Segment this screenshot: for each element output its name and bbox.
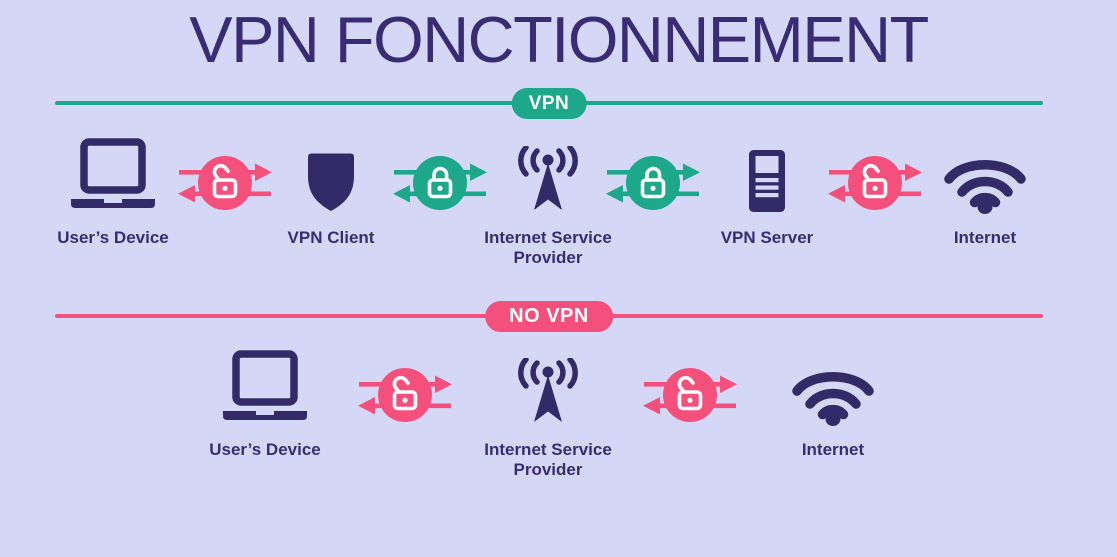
open-lock-arrows-icon — [358, 368, 452, 422]
open-lock-arrows-icon — [643, 368, 737, 422]
connector-encrypted — [605, 150, 701, 216]
node-label: Internet — [801, 440, 865, 459]
icon-box — [63, 138, 163, 214]
antenna-icon — [518, 358, 578, 422]
node-vpn-server: VPN Server — [687, 138, 847, 248]
node-isp: Internet Service Provider — [468, 138, 628, 268]
open-lock-arrows-icon — [828, 156, 922, 210]
connector-unencrypted — [827, 150, 923, 216]
node-vpn-client: VPN Client — [251, 138, 411, 248]
open-lock-arrows-icon — [178, 156, 272, 210]
node-label: User’s Device — [209, 440, 321, 459]
icon-box — [504, 350, 592, 426]
node-label: Internet — [953, 228, 1017, 247]
wifi-icon — [944, 160, 1026, 214]
node-label: User’s Device — [57, 228, 169, 247]
connector-encrypted — [392, 150, 488, 216]
node-isp: Internet Service Provider — [468, 350, 628, 480]
connector-unencrypted — [642, 362, 738, 428]
node-label: Internet Service Provider — [484, 440, 612, 479]
node-label: Internet Service Provider — [484, 228, 612, 267]
node-label: VPN Client — [287, 228, 375, 247]
server-icon — [749, 150, 785, 212]
icon-box — [943, 138, 1027, 214]
node-users-device: User’s Device — [185, 350, 345, 460]
node-label: VPN Server — [720, 228, 814, 247]
page-title: VPN FONCTIONNEMENT — [189, 3, 929, 76]
laptop-icon — [223, 350, 307, 420]
icon-box — [215, 350, 315, 426]
icon-box — [302, 138, 360, 214]
vpn-badge: VPN — [511, 88, 587, 119]
shield-icon — [308, 153, 354, 211]
icon-box — [791, 350, 875, 426]
icon-box — [746, 138, 788, 214]
no-vpn-badge: NO VPN — [485, 301, 613, 332]
node-internet: Internet — [905, 138, 1065, 248]
closed-lock-arrows-icon — [393, 156, 487, 210]
closed-lock-arrows-icon — [606, 156, 700, 210]
antenna-icon — [518, 146, 578, 210]
icon-box — [504, 138, 592, 214]
laptop-icon — [71, 138, 155, 208]
wifi-icon — [792, 372, 874, 426]
node-internet: Internet — [753, 350, 913, 460]
node-users-device: User’s Device — [33, 138, 193, 248]
connector-unencrypted — [357, 362, 453, 428]
connector-unencrypted — [177, 150, 273, 216]
